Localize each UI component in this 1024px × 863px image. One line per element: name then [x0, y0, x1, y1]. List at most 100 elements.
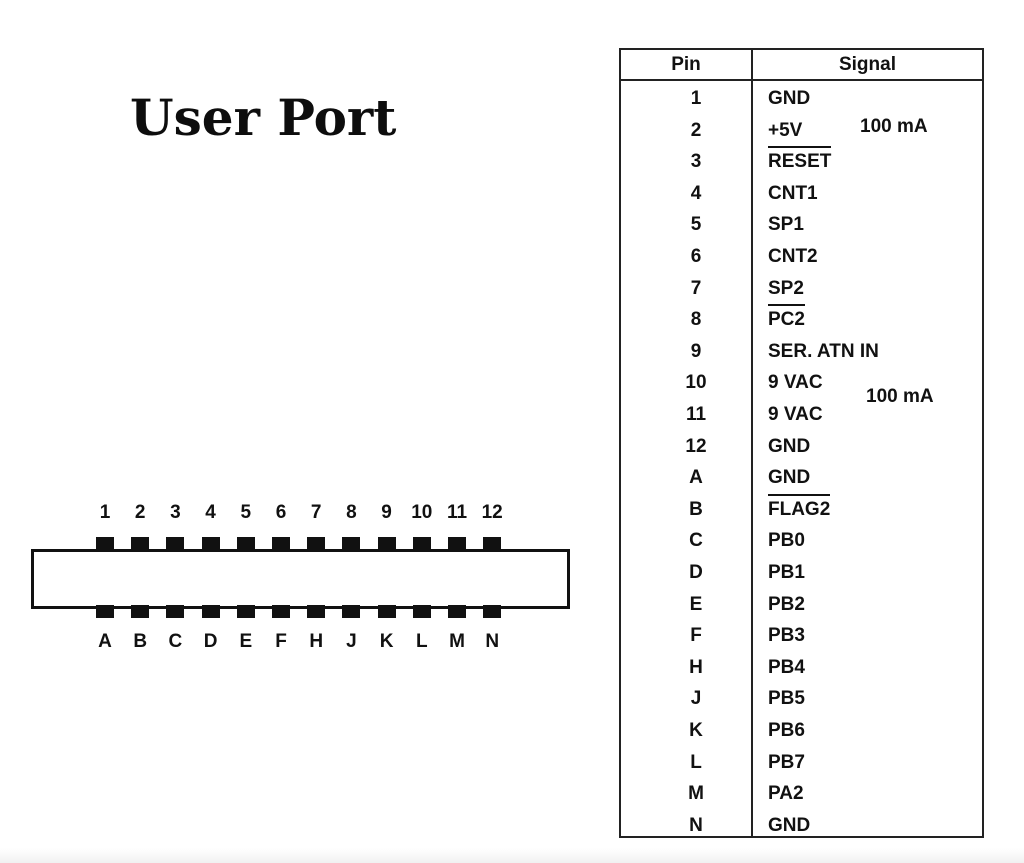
top-pin-contact — [236, 537, 255, 550]
bottom-pin-contact — [201, 605, 220, 618]
signal-cell: PB1 — [768, 562, 805, 583]
pin-cell: A — [689, 467, 703, 489]
top-pin-contact — [166, 537, 185, 550]
pin-cell: 8 — [690, 309, 702, 331]
top-pin-label: 8 — [346, 502, 357, 523]
signal-cell: 9 VAC — [768, 372, 823, 394]
bottom-pin-contact — [412, 605, 431, 618]
bottom-pin-label: E — [239, 631, 253, 652]
table-row: 11 9 VAC — [621, 399, 982, 430]
bottom-pin-label: D — [203, 631, 218, 652]
table-row: 5 SP1 — [621, 209, 982, 240]
pin-cell: 12 — [685, 435, 707, 457]
signal-cell: PA2 — [768, 783, 804, 805]
table-row: 1 GND — [621, 83, 982, 114]
top-pin-contact — [412, 537, 431, 550]
signal-cell: PB7 — [768, 751, 805, 773]
top-pin-contact — [483, 537, 502, 550]
bottom-pin-label: B — [133, 631, 148, 652]
signal-cell: 9 VAC — [768, 404, 823, 425]
bottom-pin-label: M — [449, 631, 465, 652]
table-row: K PB6 — [621, 715, 982, 746]
page-bottom-edge — [0, 848, 1024, 863]
bottom-pin-contact — [272, 605, 290, 618]
pin-column-header: Pin — [671, 54, 701, 75]
signal-cell: GND — [768, 467, 811, 489]
table-row: 7 SP2 — [621, 273, 982, 304]
pin-cell: C — [689, 530, 703, 552]
bottom-pin-contact — [236, 605, 255, 618]
top-pin-label: 1 — [99, 502, 111, 523]
top-pin-label: 11 — [446, 502, 468, 523]
table-row: N GND — [621, 810, 982, 841]
table-row: M PA2 — [621, 778, 982, 809]
signal-cell: PB5 — [768, 688, 805, 710]
bottom-pin-contact — [377, 605, 396, 618]
table-row: 6 CNT2 — [621, 241, 982, 272]
top-pin-contact — [377, 537, 396, 550]
bottom-pin-contact — [307, 605, 326, 618]
top-pin-label: 4 — [205, 502, 216, 523]
pin-cell: N — [689, 814, 703, 836]
bottom-pin-label: L — [415, 631, 428, 652]
signal-cell: CNT2 — [768, 246, 818, 267]
pin-cell: 5 — [690, 214, 702, 236]
bottom-pin-label: A — [98, 631, 112, 652]
signal-cell: PB4 — [768, 656, 805, 678]
pin-cell: 6 — [690, 246, 702, 267]
pin-cell: E — [689, 593, 703, 615]
table-header-row: Pin Signal — [621, 50, 982, 81]
top-pin-contact — [307, 537, 326, 550]
pin-cell: M — [688, 783, 704, 805]
signal-cell: PB0 — [768, 530, 805, 552]
page-title: User Port — [130, 88, 397, 147]
signal-cell: PC2 — [768, 304, 805, 333]
table-row: J PB5 — [621, 683, 982, 714]
top-pin-contact — [96, 537, 114, 550]
top-pin-contact — [342, 537, 361, 550]
pin-cell: J — [690, 688, 702, 710]
top-pin-contact — [131, 537, 150, 550]
table-row: A GND — [621, 462, 982, 493]
pin-cell: 1 — [690, 88, 702, 109]
table-row: H PB4 — [621, 652, 982, 683]
pin-cell: 3 — [690, 151, 702, 173]
pin-cell: 9 — [690, 340, 702, 362]
pin-cell: B — [689, 498, 703, 520]
bottom-pin-label: N — [485, 631, 500, 652]
bottom-pin-contact — [131, 605, 150, 618]
pin-cell: K — [689, 720, 703, 741]
signal-cell: SP1 — [768, 214, 804, 236]
signal-cell: GND — [768, 88, 811, 109]
signal-cell: FLAG2 — [768, 493, 831, 523]
table-row: B FLAG2 — [621, 493, 982, 525]
top-pin-label: 2 — [134, 502, 146, 523]
pin-cell: 7 — [690, 277, 702, 299]
column-divider — [751, 50, 753, 836]
signal-cell: PB3 — [768, 625, 805, 647]
signal-cell: PB6 — [768, 720, 805, 741]
plus5v-current-note: 100 mA — [860, 116, 928, 137]
pin-cell: 11 — [685, 404, 707, 425]
bottom-pin-contact — [166, 605, 185, 618]
bottom-pin-contact — [483, 605, 502, 618]
top-pin-label: 10 — [411, 502, 433, 523]
top-pin-label: 9 — [381, 502, 392, 523]
pin-cell: 10 — [685, 372, 707, 394]
top-pin-label: 6 — [275, 502, 287, 523]
top-pin-label: 3 — [170, 502, 181, 523]
pin-cell: H — [689, 656, 703, 678]
signal-cell: GND — [768, 814, 811, 836]
pin-cell: 4 — [690, 182, 702, 204]
signal-column-header: Signal — [838, 54, 896, 75]
signal-cell: SP2 — [768, 277, 804, 299]
bottom-pin-label: F — [275, 631, 287, 652]
